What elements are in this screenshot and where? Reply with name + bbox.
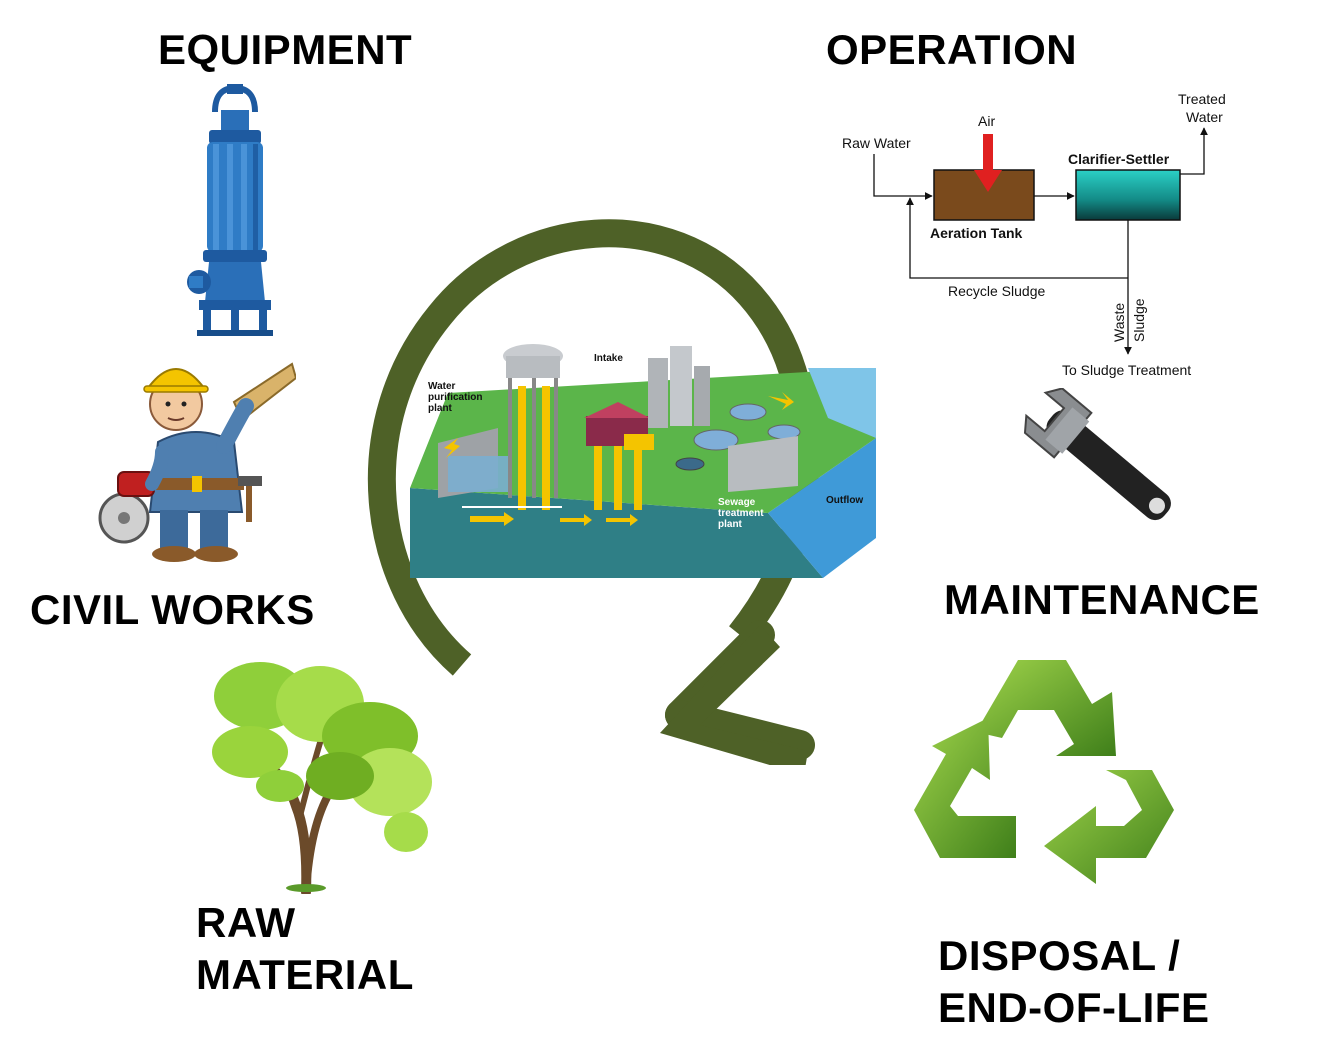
clarifier-box bbox=[1075, 169, 1181, 221]
plant-label-water-purification-1: Water bbox=[428, 381, 456, 392]
label-raw-material: RAW MATERIAL bbox=[196, 897, 414, 1001]
construction-worker-icon bbox=[96, 342, 296, 564]
operation-process-diagram: Raw Water Air Aeration Tank Clarifier-Se… bbox=[842, 91, 1226, 378]
plant-label-water-purification-3: plant bbox=[428, 403, 453, 414]
label-raw-material-line1: RAW bbox=[196, 899, 296, 946]
op-label-air: Air bbox=[978, 113, 995, 129]
wrench-icon bbox=[1023, 388, 1171, 521]
op-label-raw-water: Raw Water bbox=[842, 135, 911, 151]
water-plant-illustration: Water purification plant Intake Sewage t… bbox=[410, 344, 876, 578]
op-label-treated-water-1: Treated bbox=[1178, 91, 1226, 107]
op-label-to-sludge-treatment: To Sludge Treatment bbox=[1062, 362, 1191, 378]
plant-label-intake: Intake bbox=[594, 353, 623, 364]
label-civil-works: CIVIL WORKS bbox=[30, 586, 315, 633]
label-equipment: EQUIPMENT bbox=[158, 26, 413, 73]
label-disposal-line2: END-OF-LIFE bbox=[938, 984, 1210, 1031]
label-disposal: DISPOSAL / END-OF-LIFE bbox=[938, 930, 1209, 1034]
plant-label-outflow: Outflow bbox=[826, 495, 863, 506]
label-raw-material-line2: MATERIAL bbox=[196, 951, 414, 998]
label-disposal-line1: DISPOSAL / bbox=[938, 932, 1181, 979]
plant-label-sewage-3: plant bbox=[718, 519, 743, 530]
op-label-waste: Waste bbox=[1111, 303, 1127, 342]
op-label-sludge: Sludge bbox=[1131, 298, 1147, 342]
op-label-treated-water-2: Water bbox=[1186, 109, 1223, 125]
op-label-aeration-tank: Aeration Tank bbox=[930, 225, 1023, 241]
op-label-recycle-sludge: Recycle Sludge bbox=[948, 283, 1045, 299]
label-maintenance: MAINTENANCE bbox=[944, 576, 1260, 623]
plant-label-sewage-1: Sewage bbox=[718, 497, 756, 508]
recycle-icon bbox=[914, 660, 1174, 884]
op-label-clarifier-settler: Clarifier-Settler bbox=[1068, 151, 1170, 167]
label-operation: OPERATION bbox=[826, 26, 1078, 73]
plant-label-water-purification-2: purification bbox=[428, 392, 482, 403]
submersible-pump-icon bbox=[187, 84, 273, 336]
plant-label-sewage-2: treatment bbox=[718, 508, 764, 519]
tree-icon bbox=[212, 662, 432, 894]
